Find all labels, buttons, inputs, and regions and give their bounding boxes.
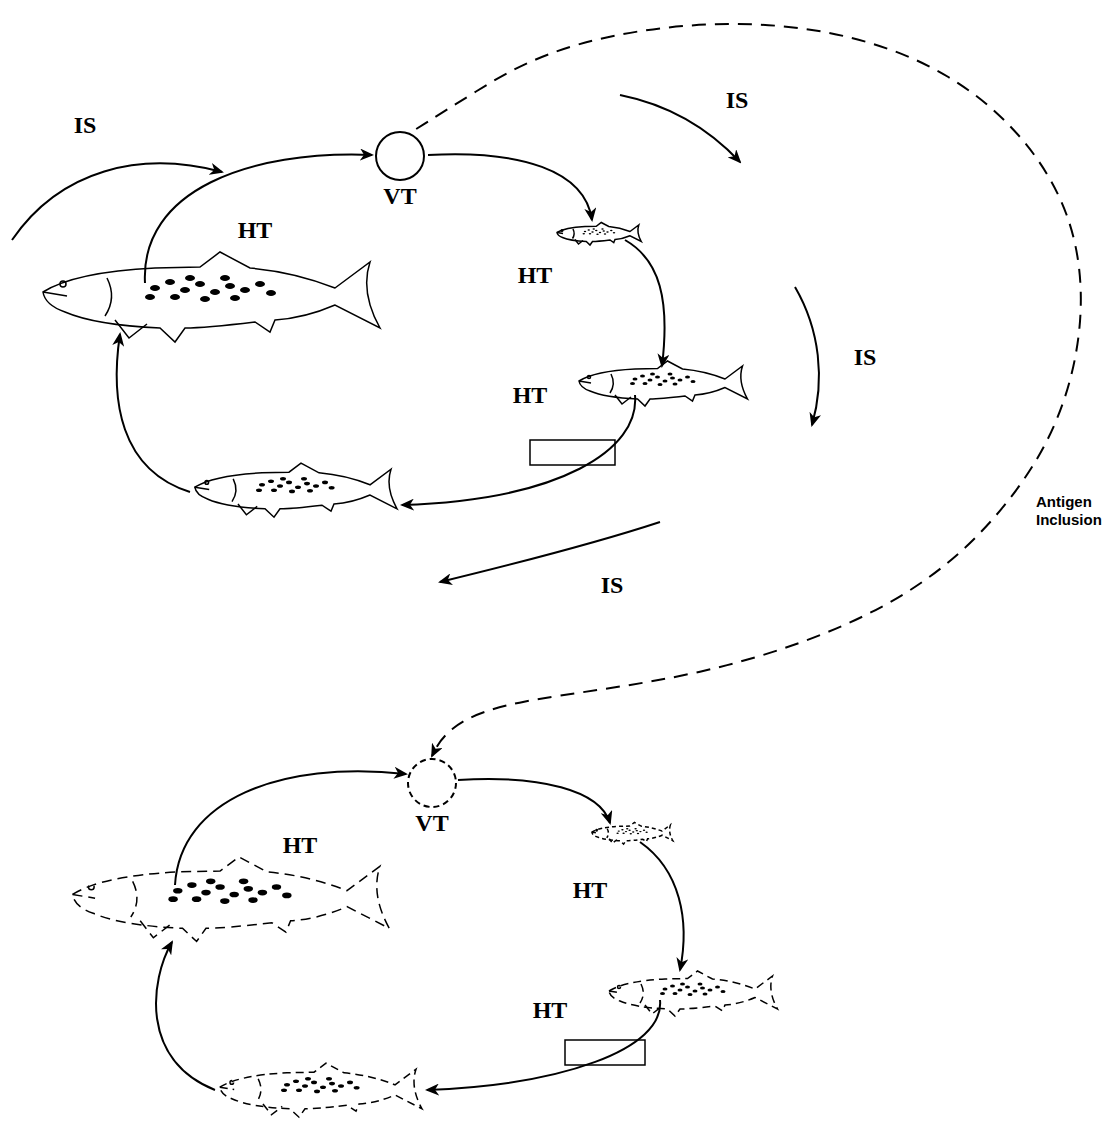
parr xyxy=(579,361,748,406)
cycle-arrow xyxy=(640,842,684,970)
transmission-label: HT xyxy=(283,832,318,858)
is-arrow xyxy=(440,522,660,582)
transmission-label: IS xyxy=(601,572,624,598)
cycle-arrow xyxy=(117,334,190,492)
cycle-arrow xyxy=(175,771,406,885)
transmission-label: HT xyxy=(573,877,608,903)
node-label: VT xyxy=(405,810,459,836)
adult-salmon xyxy=(43,252,380,342)
edge-label: Antigen Inclusion xyxy=(1034,492,1110,530)
transmission-label: HT xyxy=(518,262,553,288)
is-arrow xyxy=(620,95,740,162)
is-arrow xyxy=(795,287,819,425)
node-label: VT xyxy=(373,183,427,209)
transmission-label: HT xyxy=(513,382,548,408)
transmission-label: IS xyxy=(74,112,97,138)
cycle-arrow xyxy=(156,942,215,1090)
transmission-node: VT xyxy=(405,756,459,836)
transmission-label: IS xyxy=(726,87,749,113)
egg-circle xyxy=(373,129,427,183)
cycle-arrow xyxy=(458,779,610,823)
cycle-arrow xyxy=(625,240,665,366)
adult-salmon-dashed xyxy=(73,857,390,942)
dashed-connector xyxy=(416,24,1081,756)
transmission-label: IS xyxy=(854,344,877,370)
transmission-label: HT xyxy=(533,997,568,1023)
box-symbol xyxy=(530,440,615,465)
egg-outline xyxy=(376,132,424,180)
cycle-arrow xyxy=(145,155,372,283)
smolt xyxy=(195,463,397,517)
transmission-node: VT xyxy=(373,129,427,209)
egg-outline xyxy=(408,759,456,807)
egg-circle xyxy=(405,756,459,810)
is-arrow xyxy=(12,163,222,240)
smolt-dashed xyxy=(220,1063,422,1117)
parr-dashed xyxy=(609,971,778,1016)
transmission-label: HT xyxy=(238,217,273,243)
fry-dashed xyxy=(592,822,673,844)
cycle-arrow xyxy=(428,154,592,220)
cycle-arrow xyxy=(402,395,635,505)
